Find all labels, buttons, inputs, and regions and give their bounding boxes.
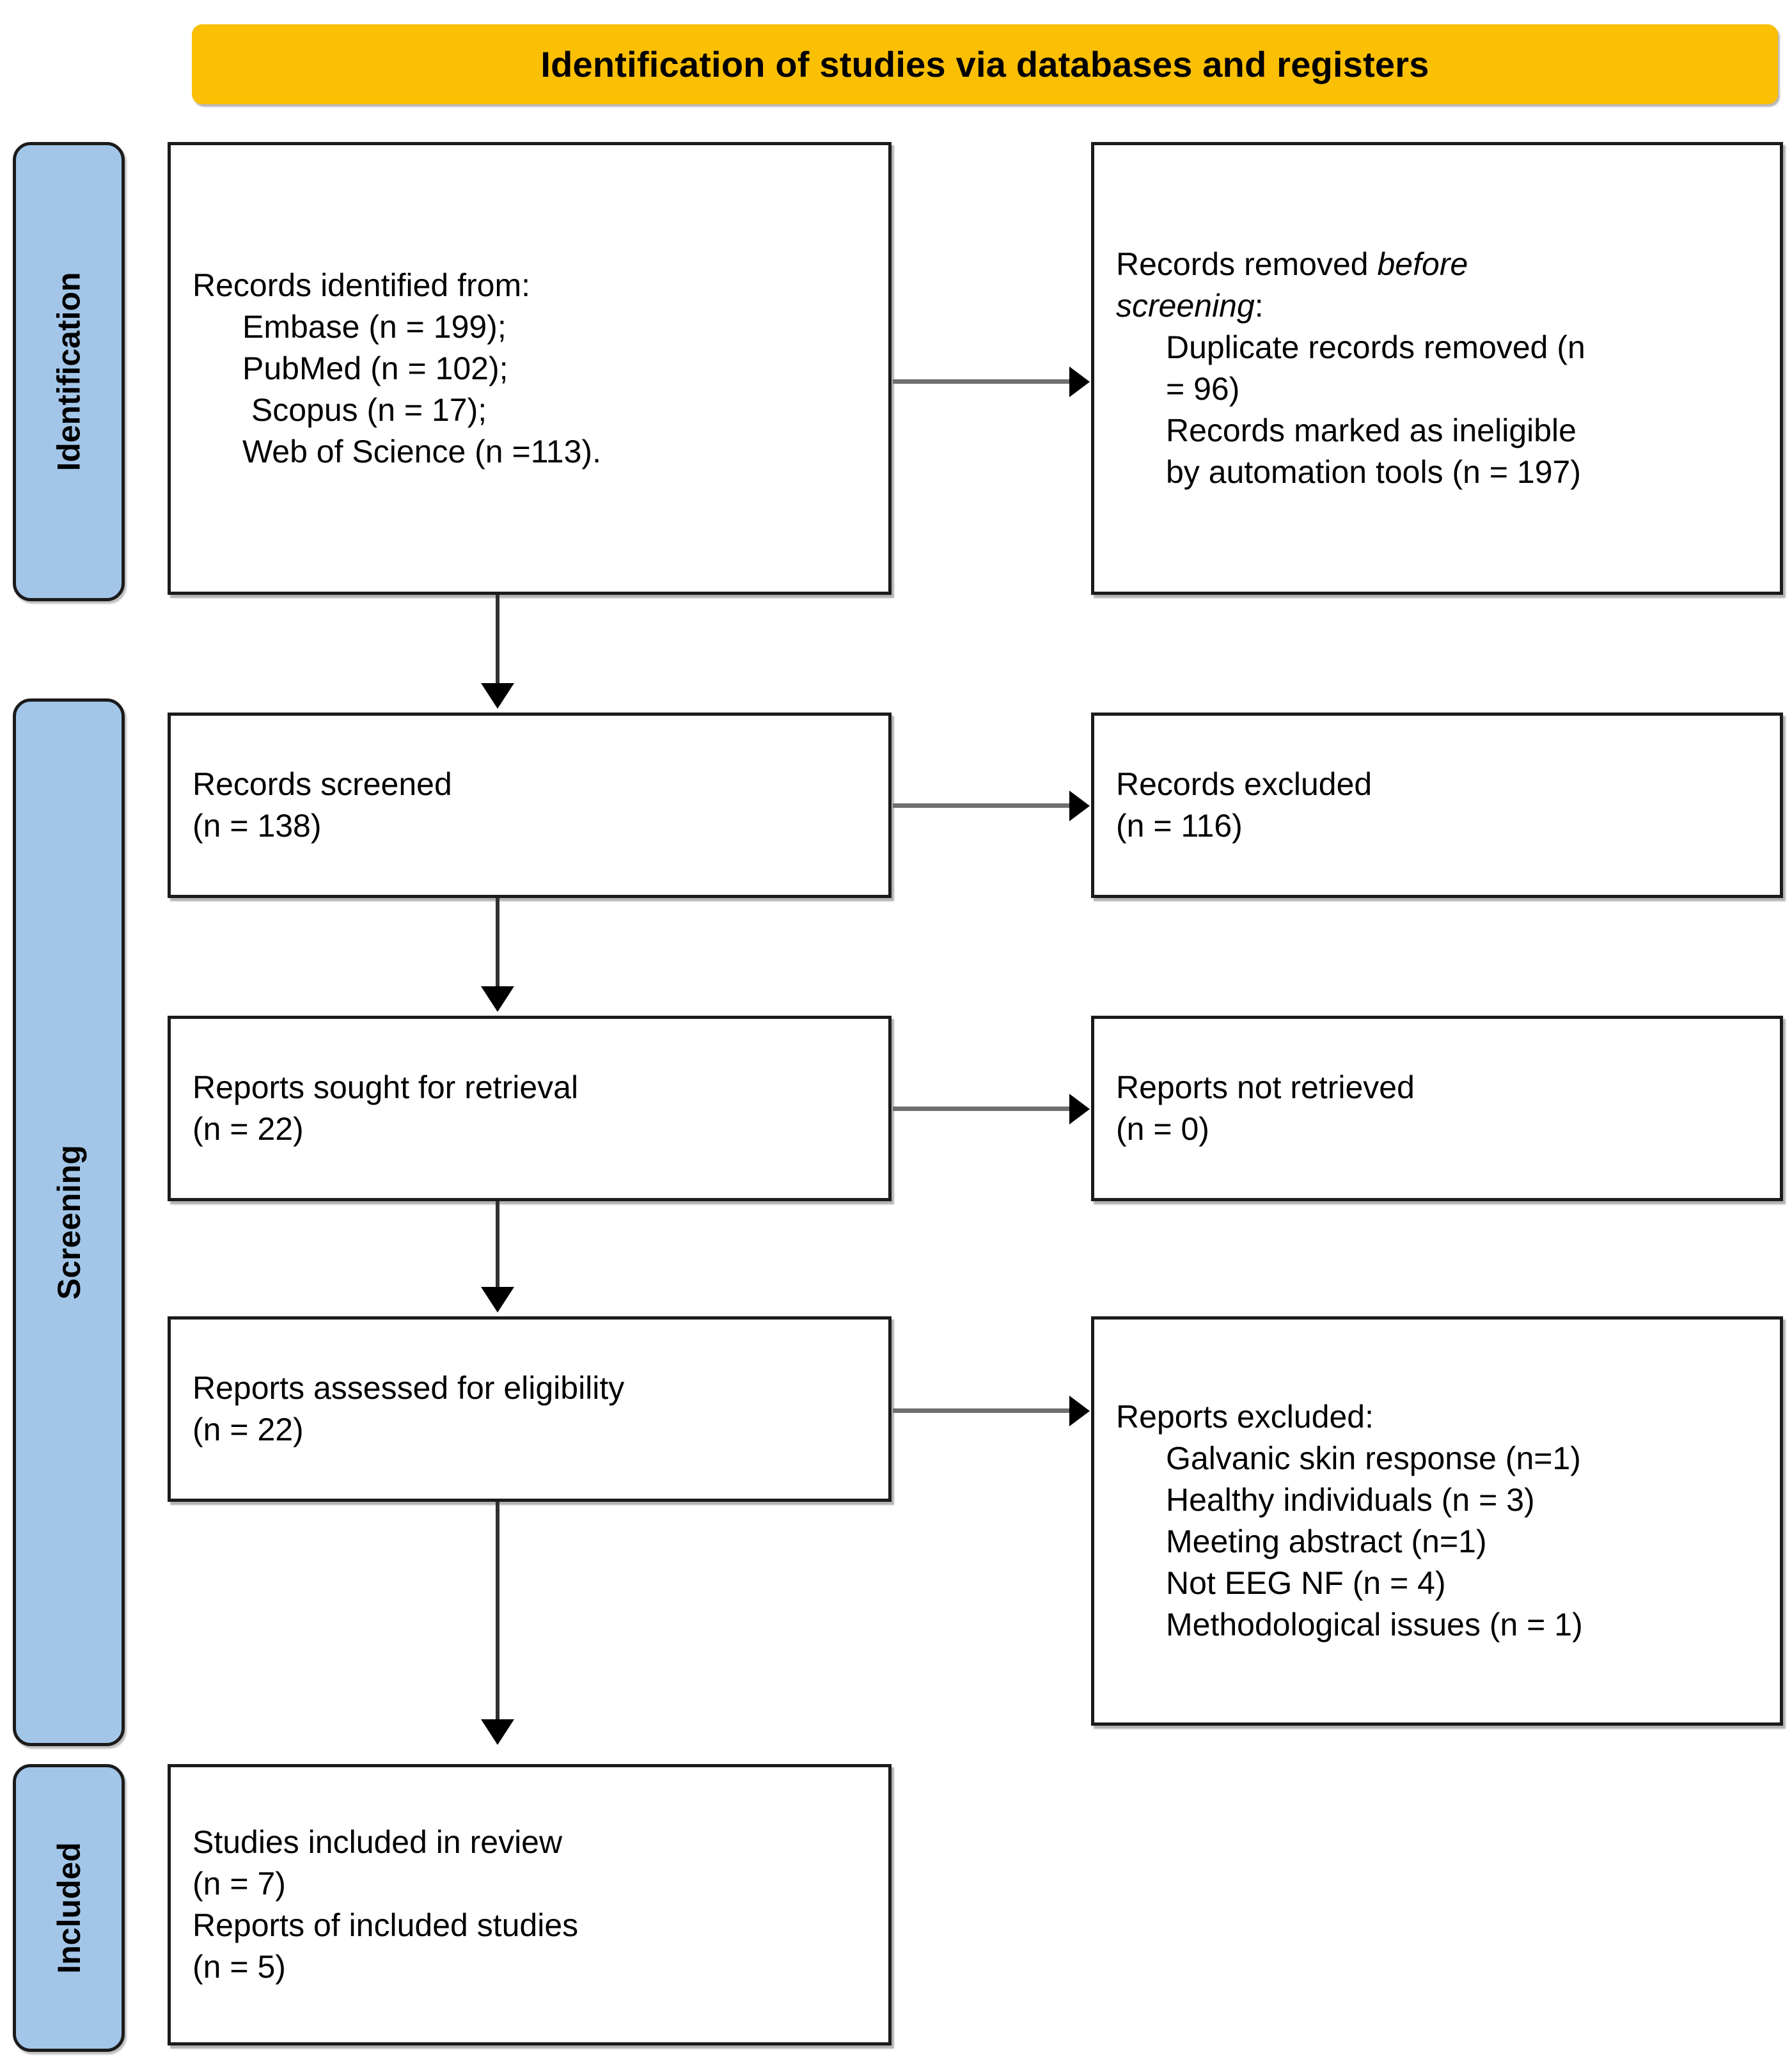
records-identified-source-pubmed: PubMed (n = 102); — [242, 350, 508, 386]
records-removed-heading-part2: : — [1254, 288, 1264, 324]
reports-assessed-count: (n = 22) — [193, 1412, 304, 1447]
connector-screened-to-sought-arrow-icon — [481, 986, 514, 1012]
stage-label-included-text: Included — [51, 1842, 87, 1974]
box-reports-excluded-body: Reports excluded: Galvanic skin response… — [1094, 1396, 1780, 1646]
records-removed-heading: Records removed before — [1116, 244, 1758, 285]
box-records-screened: Records screened (n = 138) — [168, 713, 892, 898]
reports-included-label: Reports of included studies — [193, 1907, 579, 1943]
reports-excluded-reason-galvanic: Galvanic skin response (n=1) — [1166, 1440, 1581, 1476]
reports-included-count: (n = 5) — [193, 1949, 286, 1985]
records-identified-heading: Records identified from: — [193, 267, 531, 303]
stage-label-screening: Screening — [13, 698, 125, 1746]
reports-assessed-label: Reports assessed for eligibility — [193, 1370, 625, 1406]
diagram-title: Identification of studies via databases … — [540, 44, 1429, 84]
connector-assessed-to-reportsexcluded-arrow-icon — [1069, 1396, 1090, 1426]
box-reports-not-retrieved-body: Reports not retrieved (n = 0) — [1094, 1067, 1780, 1150]
reports-excluded-reason-noteeg: Not EEG NF (n = 4) — [1166, 1565, 1446, 1601]
records-excluded-count: (n = 116) — [1116, 808, 1243, 844]
reports-excluded-heading: Reports excluded: — [1116, 1399, 1374, 1435]
reports-sought-label: Reports sought for retrieval — [193, 1069, 579, 1105]
connector-screened-to-excluded-arrow-icon — [1069, 791, 1090, 821]
box-records-excluded-body: Records excluded (n = 116) — [1094, 764, 1780, 847]
connector-assessed-to-reportsexcluded-line — [893, 1408, 1069, 1413]
connector-sought-to-notretrieved-line — [893, 1107, 1069, 1111]
records-identified-source-embase: Embase (n = 199); — [242, 308, 507, 345]
records-removed-duplicates-line1: Duplicate records removed (n — [1166, 329, 1585, 365]
stage-label-screening-text: Screening — [51, 1145, 87, 1300]
box-reports-sought-body: Reports sought for retrieval (n = 22) — [171, 1067, 888, 1150]
box-reports-assessed-body: Reports assessed for eligibility (n = 22… — [171, 1367, 888, 1451]
records-excluded-label: Records excluded — [1116, 766, 1372, 802]
stage-label-included: Included — [13, 1764, 125, 2052]
reports-not-retrieved-label: Reports not retrieved — [1116, 1069, 1415, 1105]
box-records-screened-body: Records screened (n = 138) — [171, 764, 888, 847]
connector-identified-to-screened-line — [496, 595, 499, 688]
box-records-identified: Records identified from: Embase (n = 199… — [168, 142, 892, 595]
box-reports-excluded: Reports excluded: Galvanic skin response… — [1091, 1316, 1783, 1726]
records-identified-source-scopus: Scopus (n = 17); — [242, 391, 487, 428]
reports-excluded-reason-abstract: Meeting abstract (n=1) — [1166, 1524, 1487, 1559]
records-removed-heading-em1: before — [1377, 246, 1468, 282]
records-removed-heading-part1: Records removed — [1116, 246, 1378, 282]
connector-identified-to-removed-arrow-icon — [1069, 366, 1090, 397]
connector-identified-to-screened-arrow-icon — [481, 683, 514, 709]
connector-assessed-to-included-arrow-icon — [481, 1719, 514, 1745]
reports-sought-count: (n = 22) — [193, 1111, 304, 1147]
box-studies-included: Studies included in review (n = 7) Repor… — [168, 1764, 892, 2045]
studies-included-count: (n = 7) — [193, 1866, 286, 1902]
box-records-excluded: Records excluded (n = 116) — [1091, 713, 1783, 898]
connector-sought-to-notretrieved-arrow-icon — [1069, 1094, 1090, 1124]
connector-sought-to-assessed-arrow-icon — [481, 1287, 514, 1312]
connector-identified-to-removed-line — [893, 379, 1069, 384]
reports-excluded-reason-methodological: Methodological issues (n = 1) — [1166, 1607, 1583, 1643]
records-removed-ineligible-line1: Records marked as ineligible — [1166, 413, 1576, 448]
reports-excluded-reason-healthy: Healthy individuals (n = 3) — [1166, 1482, 1535, 1518]
stage-label-identification-text: Identification — [51, 272, 87, 471]
diagram-header-banner: Identification of studies via databases … — [192, 24, 1778, 104]
records-removed-ineligible-line2: by automation tools (n = 197) — [1166, 454, 1581, 490]
records-screened-label: Records screened — [193, 766, 452, 802]
box-reports-not-retrieved: Reports not retrieved (n = 0) — [1091, 1016, 1783, 1201]
connector-assessed-to-included-line — [496, 1502, 499, 1722]
reports-not-retrieved-count: (n = 0) — [1116, 1111, 1209, 1147]
records-removed-duplicates-line2: = 96) — [1166, 371, 1240, 407]
records-removed-heading-line2: screening: — [1116, 285, 1758, 327]
box-records-removed: Records removed before screening: Duplic… — [1091, 142, 1783, 595]
records-removed-heading-em2: screening — [1116, 288, 1255, 324]
box-records-removed-body: Records removed before screening: Duplic… — [1094, 244, 1780, 493]
box-studies-included-body: Studies included in review (n = 7) Repor… — [171, 1822, 888, 1988]
records-screened-count: (n = 138) — [193, 808, 322, 844]
box-records-identified-body: Records identified from: Embase (n = 199… — [171, 265, 888, 473]
connector-screened-to-excluded-line — [893, 803, 1069, 808]
box-reports-sought: Reports sought for retrieval (n = 22) — [168, 1016, 892, 1201]
connector-screened-to-sought-line — [496, 898, 499, 991]
box-reports-assessed: Reports assessed for eligibility (n = 22… — [168, 1316, 892, 1502]
connector-sought-to-assessed-line — [496, 1201, 499, 1292]
studies-included-label: Studies included in review — [193, 1824, 563, 1860]
records-identified-source-wos: Web of Science (n =113). — [242, 433, 601, 469]
stage-label-identification: Identification — [13, 142, 125, 601]
